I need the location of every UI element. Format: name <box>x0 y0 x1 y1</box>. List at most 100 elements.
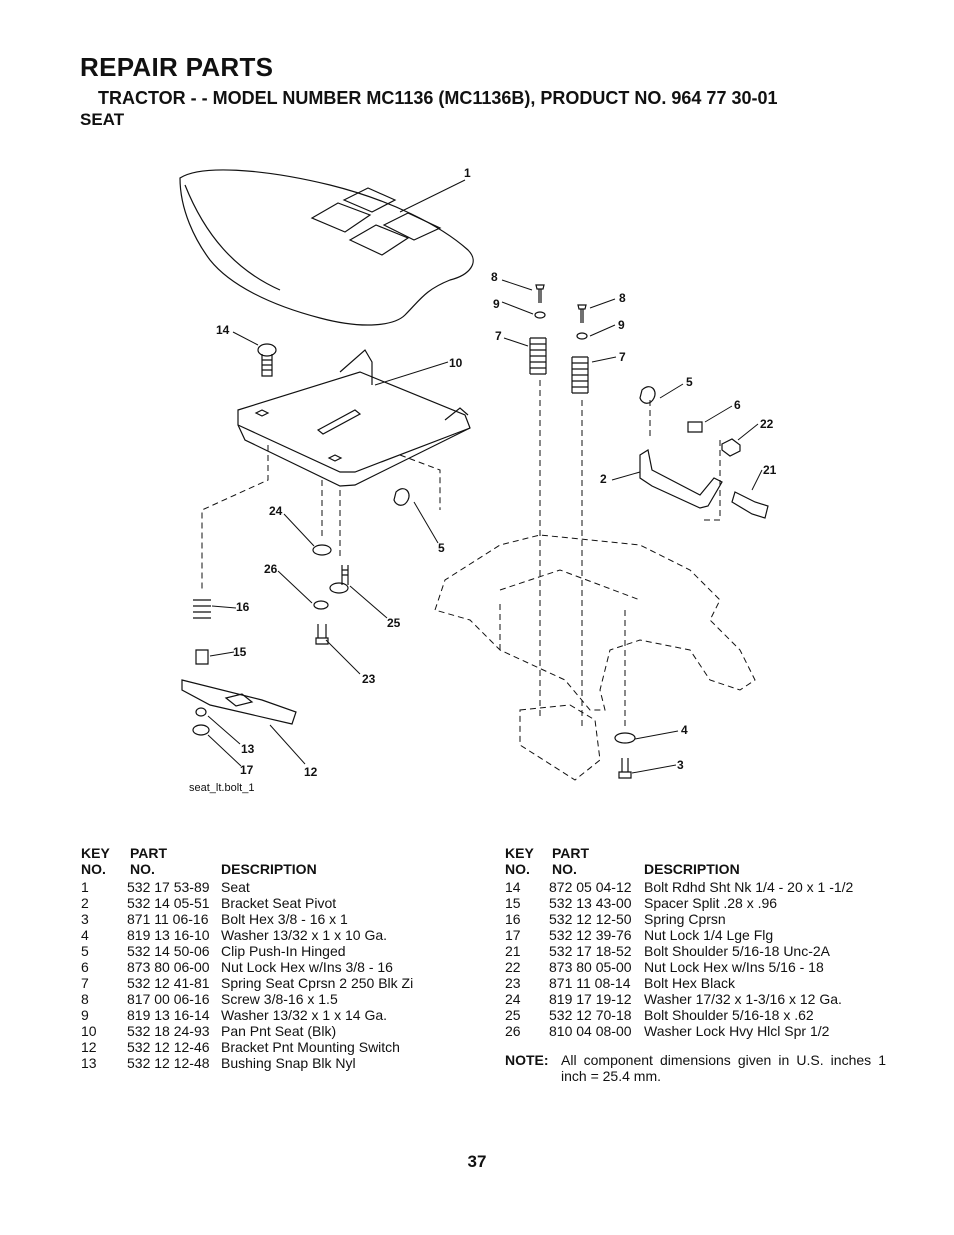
part-no: 819 13 16-10 <box>127 927 210 943</box>
key-no: 5 <box>81 943 89 959</box>
callout-label: 15 <box>233 645 247 659</box>
key-no: 26 <box>505 1023 521 1039</box>
callout-label: 16 <box>236 600 250 614</box>
part-description: Bracket Pnt Mounting Switch <box>221 1039 400 1055</box>
callout-label: 13 <box>241 742 255 756</box>
part-no: 532 17 53-89 <box>127 879 210 895</box>
diagram-file-label: seat_lt.bolt_1 <box>189 782 254 794</box>
key-no: 1 <box>81 879 89 895</box>
description-header: DESCRIPTION <box>221 861 317 877</box>
part-no: 872 05 04-12 <box>549 879 632 895</box>
description-header: DESCRIPTION <box>644 861 740 877</box>
part-description: Bolt Rdhd Sht Nk 1/4 - 20 x 1 -1/2 <box>644 879 854 895</box>
part-no: 532 12 41-81 <box>127 975 210 991</box>
callout-label: 8 <box>491 270 498 284</box>
part-description: Nut Lock Hex w/Ins 5/16 - 18 <box>644 959 824 975</box>
callout-label: 21 <box>763 463 777 477</box>
part-description: Washer Lock Hvy Hlcl Spr 1/2 <box>644 1023 830 1039</box>
key-no: 14 <box>505 879 521 895</box>
part-description: Washer 13/32 x 1 x 10 Ga. <box>221 927 388 943</box>
bolt-14 <box>257 343 277 377</box>
part-no: 819 13 16-14 <box>127 1007 210 1023</box>
part-header-bottom: NO. <box>552 861 577 877</box>
part-description: Washer 13/32 x 1 x 14 Ga. <box>221 1007 388 1023</box>
spring-right <box>571 356 589 394</box>
part-header-top: PART <box>130 845 168 861</box>
callout-label: 25 <box>387 616 401 630</box>
table-body: 14 872 05 04-12 Bolt Rdhd Sht Nk 1/4 - 20 … <box>505 879 905 1039</box>
seat-part <box>179 169 474 326</box>
callout-label: 26 <box>264 562 278 576</box>
part-description: Spacer Split .28 x .96 <box>644 895 778 911</box>
note-label: NOTE: <box>505 1052 549 1068</box>
callout-label: 1 <box>464 166 471 180</box>
part-description: Bolt Shoulder 5/16-18 Unc-2A <box>644 943 830 959</box>
callout-label: 7 <box>619 350 626 364</box>
part-no: 871 11 08-14 <box>549 975 631 991</box>
key-no: 24 <box>505 991 521 1007</box>
part-description: Nut Lock Hex w/Ins 3/8 - 16 <box>221 959 393 975</box>
callout-label: 10 <box>449 356 463 370</box>
parts-table-left: KEY NO. PART NO. DESCRIPTION 1 532 17 53-… <box>81 845 481 1071</box>
part-no: 532 13 43-00 <box>549 895 632 911</box>
table-header: KEY NO. PART NO. DESCRIPTION <box>505 845 905 879</box>
part-no: 873 80 05-00 <box>549 959 632 975</box>
part-no: 532 12 39-76 <box>549 927 632 943</box>
part-no: 532 14 50-06 <box>127 943 210 959</box>
key-no: 10 <box>81 1023 97 1039</box>
table-header: KEY NO. PART NO. DESCRIPTION <box>81 845 481 879</box>
key-no: 15 <box>505 895 521 911</box>
part-no: 532 12 70-18 <box>549 1007 632 1023</box>
seat-exploded-diagram: 1 8 9 8 7 9 14 10 7 5 6 22 2 21 24 5 26 … <box>179 166 777 794</box>
part-no: 871 11 06-16 <box>127 911 209 927</box>
parts-table-right: KEY NO. PART NO. DESCRIPTION 14 872 05 04… <box>505 845 905 1039</box>
callout-label: 5 <box>438 541 445 555</box>
part-description: Spring Seat Cprsn 2 250 Blk Zi <box>221 975 414 991</box>
callout-label: 14 <box>216 323 230 337</box>
part-no: 532 12 12-50 <box>549 911 632 927</box>
part-header-top: PART <box>552 845 590 861</box>
key-no: 22 <box>505 959 521 975</box>
callout-label: 22 <box>760 417 774 431</box>
table-row: 15 532 13 43-00 Spacer Split .28 x .96 <box>505 895 905 911</box>
key-no: 25 <box>505 1007 521 1023</box>
part-description: Bolt Hex Black <box>644 975 736 991</box>
callout-label: 7 <box>495 329 502 343</box>
part-description: Bracket Seat Pivot <box>221 895 337 911</box>
key-no: 21 <box>505 943 521 959</box>
note-text: All component dimensions given in U.S. i… <box>561 1052 886 1084</box>
part-no: 532 12 12-48 <box>127 1055 210 1071</box>
callout-label: 5 <box>686 375 693 389</box>
table-row: 22 873 80 05-00 Nut Lock Hex w/Ins 5/16 - … <box>505 959 905 975</box>
key-header-bottom: NO. <box>81 861 106 877</box>
key-no: 16 <box>505 911 521 927</box>
key-no: 8 <box>81 991 89 1007</box>
key-no: 6 <box>81 959 89 975</box>
callout-label: 2 <box>600 472 607 486</box>
part-description: Pan Pnt Seat (Blk) <box>221 1023 337 1039</box>
part-description: Bolt Hex 3/8 - 16 x 1 <box>221 911 348 927</box>
page-number: 37 <box>467 1152 487 1171</box>
callout-label: 9 <box>493 297 500 311</box>
callout-label: 3 <box>677 758 684 772</box>
key-header-bottom: NO. <box>505 861 530 877</box>
key-no: 12 <box>81 1039 97 1055</box>
key-no: 4 <box>81 927 89 943</box>
callout-label: 12 <box>304 765 318 779</box>
section-heading: SEAT <box>80 110 125 129</box>
